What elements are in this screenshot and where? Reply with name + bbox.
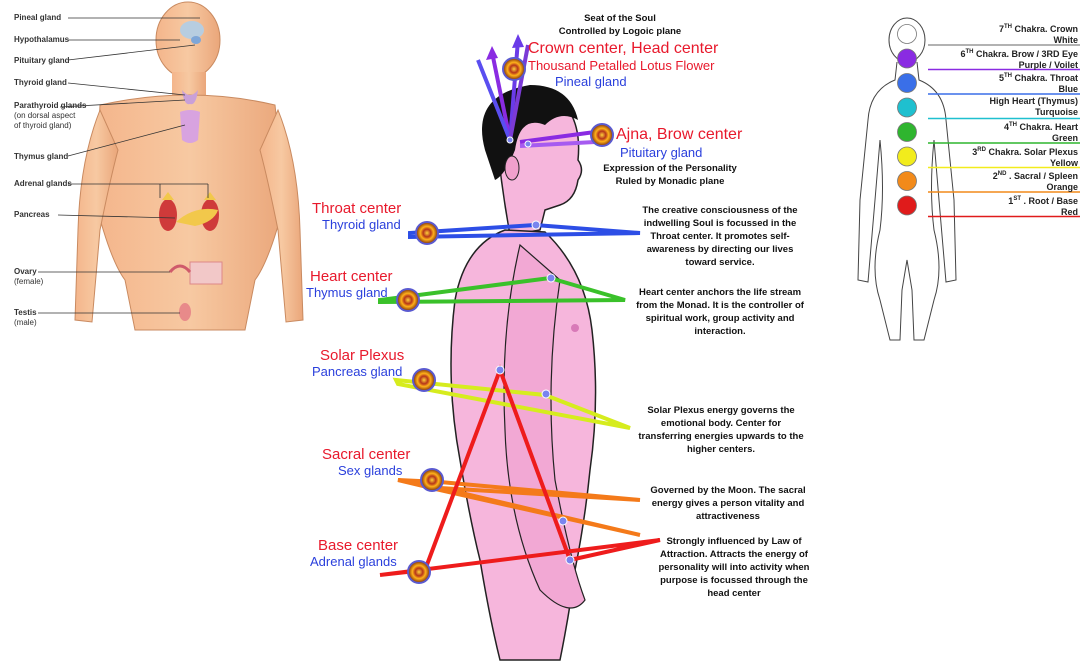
- sacral-note: Governed by the Moon. The sacral energy …: [646, 484, 810, 523]
- logoic-plane-text: Controlled by Logoic plane: [540, 26, 700, 37]
- sacral-gland: Sex glands: [338, 463, 402, 478]
- chakra-dot-6: [898, 147, 917, 166]
- solar-title: Solar Plexus: [320, 347, 404, 364]
- ajna-note-1: Expression of the Personality: [590, 163, 750, 174]
- solar-gland: Pancreas gland: [312, 364, 402, 379]
- label-pancreas: Pancreas: [14, 210, 50, 219]
- chakra-dot-2: [898, 49, 917, 68]
- sacral-disc: [421, 469, 443, 491]
- label-thymus-gland: Thymus gland: [14, 152, 68, 161]
- chakra-label-4: High Heart (Thymus)Turquoise: [989, 96, 1078, 118]
- chakra-dot-7: [898, 172, 917, 191]
- heart-title: Heart center: [310, 268, 393, 285]
- label-ovary: Ovary: [14, 267, 37, 276]
- label-pineal-gland: Pineal gland: [14, 13, 61, 22]
- base-title: Base center: [318, 537, 398, 554]
- ajna-disc: [591, 124, 613, 146]
- label-parathyroid-note-1: (on dorsal aspect: [14, 111, 75, 120]
- label-parathyroid-note-2: of thyroid gland): [14, 121, 71, 130]
- label-adrenal-glands: Adrenal glands: [14, 179, 72, 188]
- chakra-dot-8: [898, 196, 917, 215]
- label-testis: Testis: [14, 308, 37, 317]
- chakra-dot-5: [898, 123, 917, 142]
- human-body-profile: [451, 85, 596, 660]
- base-note: Strongly influenced by Law of Attraction…: [650, 535, 818, 600]
- chakra-dot-4: [898, 98, 917, 117]
- throat-gland: Thyroid gland: [322, 217, 401, 232]
- ajna-note-2: Ruled by Monadic plane: [590, 176, 750, 187]
- base-disc: [408, 561, 430, 583]
- crown-gland: Pineal gland: [555, 74, 627, 89]
- label-hypothalamus: Hypothalamus: [14, 35, 69, 44]
- throat-disc: [416, 222, 438, 244]
- anatomy-figure: [38, 2, 303, 330]
- chakra-dot-3: [898, 74, 917, 93]
- solar-disc: [413, 369, 435, 391]
- throat-note: The creative consciousness of the indwel…: [632, 204, 808, 269]
- heart-note: Heart center anchors the life stream fro…: [630, 286, 810, 338]
- label-ovary-note: (female): [14, 277, 43, 286]
- ajna-gland: Pituitary gland: [620, 145, 702, 160]
- throat-title: Throat center: [312, 200, 401, 217]
- chakra-dot-1: [898, 25, 917, 44]
- label-thyroid-gland: Thyroid gland: [14, 78, 67, 87]
- crown-disc: [503, 58, 525, 80]
- crown-title: Crown center, Head center: [528, 40, 718, 58]
- chakra-dot-column: [898, 25, 917, 216]
- sacral-title: Sacral center: [322, 446, 410, 463]
- crown-subtitle: Thousand Petalled Lotus Flower: [528, 58, 714, 73]
- ajna-title: Ajna, Brow center: [616, 126, 742, 144]
- heart-disc: [397, 289, 419, 311]
- label-parathyroid-glands: Parathyroid glands: [14, 101, 86, 110]
- solar-note: Solar Plexus energy governs the emotiona…: [634, 404, 808, 456]
- heart-gland: Thymus gland: [306, 285, 388, 300]
- base-gland: Adrenal glands: [310, 554, 397, 569]
- seat-of-soul-text: Seat of the Soul: [540, 13, 700, 24]
- label-testis-note: (male): [14, 318, 37, 327]
- label-pituitary-gland: Pituitary gland: [14, 56, 70, 65]
